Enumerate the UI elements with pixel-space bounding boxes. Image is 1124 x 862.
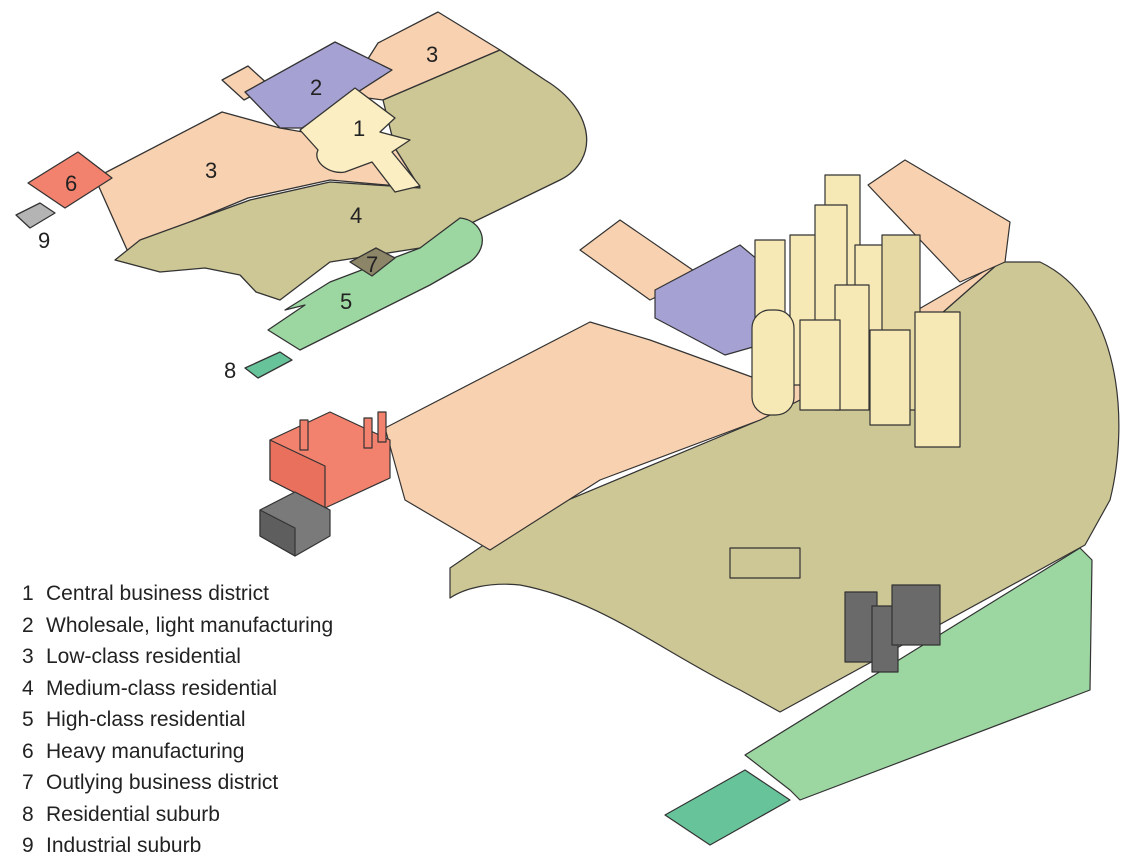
smokestack — [299, 419, 309, 451]
outlying-business-towers — [844, 584, 941, 673]
legend-item: 6 Heavy manufacturing — [22, 736, 333, 768]
zone-label-6: 6 — [65, 171, 77, 196]
zone-label-1: 1 — [353, 116, 365, 141]
zone-label-7: 7 — [366, 252, 378, 277]
zone-label-8: 8 — [224, 358, 236, 383]
legend-label: Heavy manufacturing — [46, 739, 245, 763]
legend-item: 5 High-class residential — [22, 704, 333, 736]
legend-number: 2 — [22, 613, 34, 637]
legend-item: 3 Low-class residential — [22, 641, 333, 673]
legend-item: 4 Medium-class residential — [22, 673, 333, 705]
tower — [834, 284, 870, 411]
legend-item: 1 Central business district — [22, 578, 333, 610]
smokestack — [363, 417, 373, 449]
legend-item: 7 Outlying business district — [22, 767, 333, 799]
low-residential-ground — [384, 261, 1001, 551]
zone-4-area — [114, 49, 588, 301]
cbd-towers — [751, 174, 961, 448]
zone-1-area — [299, 87, 421, 193]
zone-9-area — [15, 202, 56, 229]
legend-label: Central business district — [46, 582, 269, 605]
zone-label-3-west: 3 — [205, 158, 217, 183]
zone-6-area — [27, 151, 113, 209]
zone-label-9: 9 — [38, 228, 50, 253]
zone-label-5: 5 — [340, 289, 352, 314]
cylindrical-tower — [751, 309, 795, 416]
schematic-zone-labels: 1 2 3 3 4 5 6 7 8 9 — [38, 42, 438, 383]
high-residential-ground — [744, 547, 1093, 801]
schematic-zone-map — [15, 11, 588, 379]
legend-label: Industrial suburb — [46, 834, 202, 857]
industrial-suburb-building — [259, 491, 331, 557]
legend-number: 6 — [22, 739, 34, 763]
tower — [869, 329, 911, 426]
legend-number: 9 — [22, 834, 34, 857]
zone-8-area — [244, 351, 293, 379]
zone-5-area — [267, 217, 483, 351]
legend-number: 4 — [22, 676, 34, 700]
factory-heavy-manufacturing — [269, 411, 391, 509]
low-residential-ground-northeast — [867, 159, 1011, 283]
legend-label: Residential suburb — [46, 802, 220, 826]
legend-label: High-class residential — [46, 708, 246, 731]
legend-number: 8 — [22, 802, 34, 826]
legend-item: 8 Residential suburb — [22, 799, 333, 831]
legend-label: Low-class residential — [46, 645, 241, 668]
smokestack — [377, 411, 387, 443]
legend-number: 3 — [22, 645, 34, 668]
illustrated-city — [259, 159, 1120, 846]
legend-label: Medium-class residential — [46, 676, 278, 700]
zone-legend: 1 Central business district 2 Wholesale, l… — [22, 578, 333, 862]
legend-item: 9 Industrial suburb — [22, 830, 333, 862]
school-building — [729, 547, 801, 579]
legend-label: Outlying business district — [46, 771, 279, 794]
residential-suburb-patch — [664, 769, 791, 846]
legend-label: Wholesale, light manufacturing — [46, 613, 334, 637]
zone-7-area — [349, 247, 396, 277]
legend-number: 1 — [22, 582, 34, 605]
legend-item: 2 Wholesale, light manufacturing — [22, 610, 333, 642]
tower — [799, 319, 841, 411]
zone-label-4: 4 — [350, 203, 362, 228]
legend-number: 7 — [22, 771, 34, 794]
legend-number: 5 — [22, 708, 34, 731]
zone-label-2: 2 — [310, 75, 322, 100]
tower — [914, 311, 961, 448]
zone-label-3-upper: 3 — [426, 42, 438, 67]
